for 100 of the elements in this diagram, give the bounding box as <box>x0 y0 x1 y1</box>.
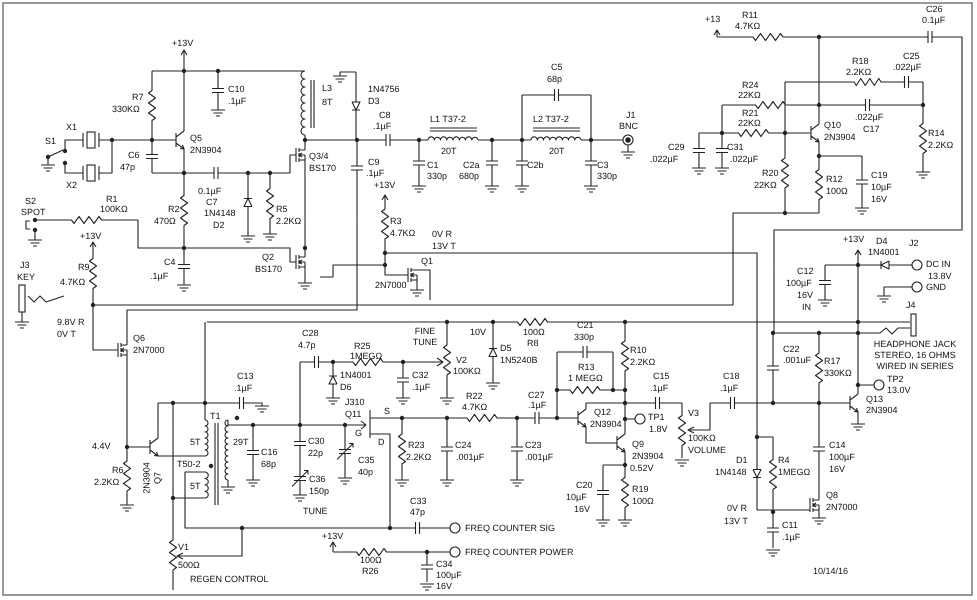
schematic-label: BS170 <box>255 264 282 275</box>
schematic-label: 680p <box>459 171 480 182</box>
schematic-label: R9 <box>78 262 90 273</box>
schematic-label: T50-2 <box>177 459 201 470</box>
schematic-label: C35 <box>358 455 375 466</box>
schematic-label: C30 <box>308 436 325 447</box>
schematic-label: KEY <box>17 272 36 283</box>
schematic-label: Q9 <box>632 439 644 450</box>
schematic-label: D4 <box>876 236 888 247</box>
schematic-label: C2a <box>463 160 480 171</box>
schematic-label: C25 <box>903 51 920 62</box>
schematic-label: C23 <box>525 440 542 451</box>
schematic-label: C26 <box>926 4 943 15</box>
schematic-label: 16V <box>829 464 846 475</box>
schematic-label: Q10 <box>824 120 842 131</box>
schematic-label: J1 <box>626 110 636 121</box>
schematic-label: R5 <box>276 204 288 215</box>
schematic-label: C12 <box>797 266 814 277</box>
schematic-label: V2 <box>456 355 468 366</box>
schematic-label: 13.8V <box>928 271 952 282</box>
schematic-label: 5T <box>190 481 201 492</box>
schematic-label: C27 <box>528 390 545 401</box>
schematic-label: 330p <box>427 171 448 182</box>
schematic-label: +13V <box>843 234 864 245</box>
schematic-label: S <box>384 406 390 417</box>
schematic-label: R1 <box>106 194 118 205</box>
schematic-label: C29 <box>668 142 685 153</box>
schematic-label: 2N7000 <box>375 280 407 291</box>
schematic-label: C34 <box>436 559 453 570</box>
schematic-label: X2 <box>66 180 78 191</box>
schematic-label: J3 <box>20 260 30 271</box>
schematic-label: R19 <box>632 484 649 495</box>
schematic-label: R18 <box>852 56 869 67</box>
schematic-label: D6 <box>340 382 352 393</box>
schematic-label: TP2 <box>887 374 904 385</box>
schematic-label: C24 <box>455 440 472 451</box>
schematic-label: V3 <box>688 408 700 419</box>
schematic-label: C31 <box>727 142 744 153</box>
schematic-label: C3 <box>597 160 609 171</box>
schematic-label: C15 <box>653 371 670 382</box>
schematic-label: V1 <box>178 542 190 553</box>
schematic-label: R13 <box>578 362 595 373</box>
schematic-label: DC IN <box>926 259 950 270</box>
schematic-label: C32 <box>412 370 429 381</box>
schematic-label: 100KΩ <box>688 433 716 444</box>
schematic-label: Q13 <box>866 394 884 405</box>
schematic-label: .1µF <box>366 168 384 179</box>
schematic-label: .1µF <box>720 383 738 394</box>
schematic-label: 5T <box>190 437 201 448</box>
schematic-label: 2N3904 <box>190 145 222 156</box>
schematic-label: .001µF <box>456 452 484 463</box>
schematic-label: 100µF <box>436 570 462 581</box>
schematic-label: 500Ω <box>178 560 200 571</box>
schematic-label: J2 <box>909 238 919 249</box>
schematic-label: +13 <box>705 14 720 25</box>
schematic-label: FREQ COUNTER POWER <box>465 547 574 558</box>
schematic-label: 2N3904 <box>142 462 152 494</box>
schematic-label: 2N7000 <box>826 502 858 513</box>
schematic-label: Q8 <box>826 490 838 501</box>
schematic-label: 2N3904 <box>632 451 664 462</box>
schematic-label: C17 <box>863 124 880 135</box>
schematic-label: 1N4756 <box>368 84 400 95</box>
schematic-label: T1 <box>210 411 221 422</box>
schematic-label: 0.52V <box>630 463 654 474</box>
schematic-label: .1µF <box>782 532 800 543</box>
schematic-label: 1MEGΩ <box>350 351 382 362</box>
schematic-label: 22p <box>308 448 324 459</box>
schematic-label: L1 T37-2 <box>430 114 466 125</box>
schematic-label: D3 <box>368 96 380 107</box>
schematic-label: 10µF <box>871 182 892 193</box>
schematic-label: 100KΩ <box>453 366 481 377</box>
schematic-label: D5 <box>500 343 512 354</box>
schematic-label: D <box>378 437 384 448</box>
schematic-label: Q6 <box>133 333 146 344</box>
schematic-label: 2.2KΩ <box>406 452 432 463</box>
schematic-label: 1N4148 <box>715 467 747 478</box>
schematic-label: SPOT <box>21 207 46 218</box>
schematic-label: C22 <box>783 344 800 355</box>
schematic-label: 2.2KΩ <box>276 216 302 227</box>
schematic-label: R22 <box>466 391 483 402</box>
schematic-label: L3 <box>322 83 332 94</box>
schematic-label: .001µF <box>525 452 554 463</box>
schematic-label: 16V <box>574 504 590 515</box>
schematic-label: 0V R <box>432 229 452 240</box>
schematic-label: 330p <box>574 332 594 343</box>
schematic-label: .1µF <box>412 382 430 393</box>
schematic-label: R4 <box>778 455 790 466</box>
schematic-label: 2.2KΩ <box>630 357 656 368</box>
schematic-label: R25 <box>354 341 371 352</box>
schematic-label: X1 <box>66 122 78 133</box>
schematic-label: Q1 <box>421 256 434 267</box>
schematic-label: 4.7KΩ <box>462 402 488 413</box>
schematic-label: R23 <box>408 440 425 451</box>
schematic-label: 22KΩ <box>754 180 777 191</box>
schematic-label: R8 <box>527 338 539 349</box>
schematic-label: C13 <box>237 371 254 382</box>
schematic-label: +13V <box>80 231 102 242</box>
schematic-label: R17 <box>824 356 841 367</box>
schematic-label: Q11 <box>345 409 362 420</box>
schematic-label: Q3/4 <box>309 151 329 162</box>
